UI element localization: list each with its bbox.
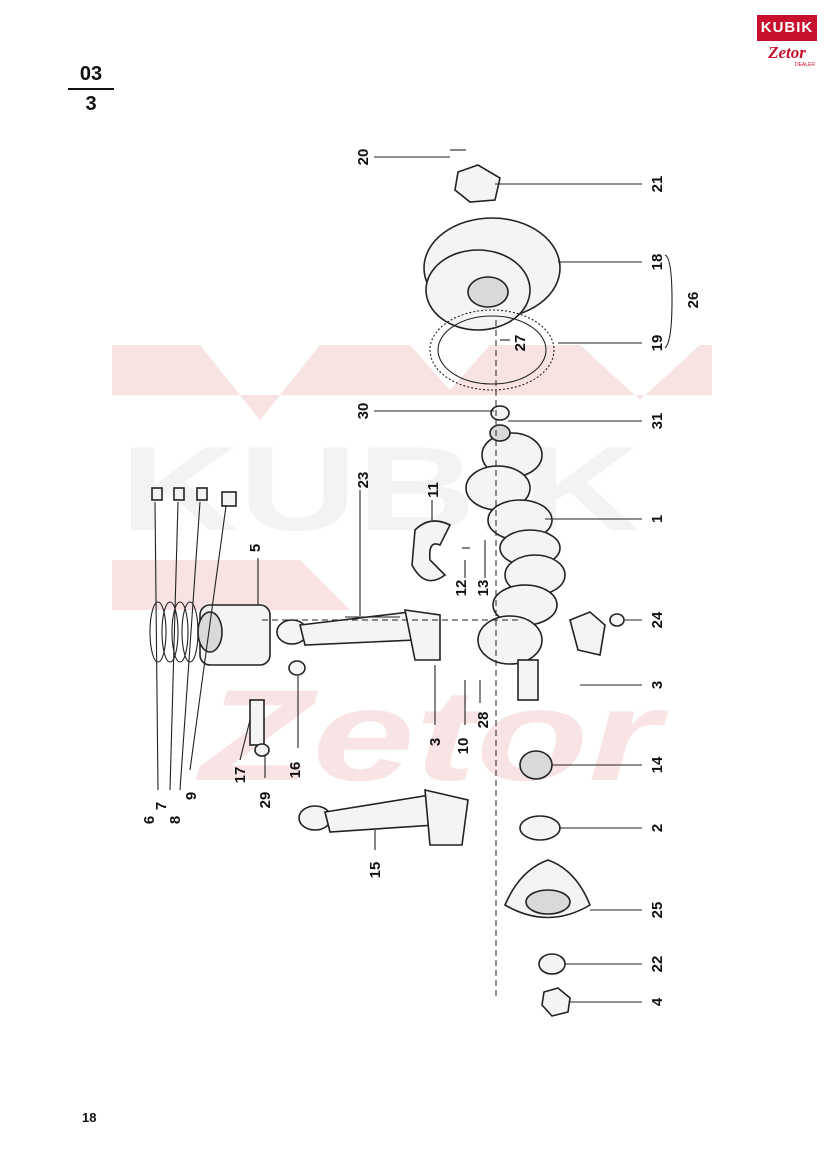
watermark: KUBIK Zetor bbox=[112, 345, 712, 808]
connecting-rod-lower bbox=[298, 788, 469, 846]
timing-gear bbox=[519, 750, 553, 780]
callout-22: 22 bbox=[649, 956, 666, 973]
callout-26: 26 bbox=[685, 292, 702, 309]
ring-gear bbox=[429, 309, 555, 391]
main-bearing-cap bbox=[569, 611, 606, 656]
conrod2-big-end bbox=[424, 788, 469, 846]
ring-section-9 bbox=[221, 491, 237, 507]
piston-ring-7 bbox=[161, 601, 179, 663]
callout-18: 18 bbox=[649, 254, 666, 271]
bracket-26 bbox=[664, 254, 673, 349]
page-number: 18 bbox=[82, 1110, 97, 1125]
crank-rear-bearing bbox=[489, 424, 511, 442]
leader-lines bbox=[154, 156, 673, 1003]
watermark-text-bottom: Zetor bbox=[194, 662, 669, 808]
piston-ring-8 bbox=[171, 601, 189, 663]
crank-nose bbox=[517, 659, 539, 701]
crankshaft bbox=[465, 405, 566, 701]
crank-web-7 bbox=[477, 615, 543, 665]
callout-3-right: 3 bbox=[649, 681, 666, 689]
callout-5: 5 bbox=[247, 544, 264, 552]
ring-gear-inner bbox=[437, 315, 547, 385]
piston-ring-6 bbox=[149, 601, 167, 663]
leader-9 bbox=[189, 505, 227, 771]
piston-group bbox=[149, 487, 271, 757]
callout-30: 30 bbox=[355, 403, 372, 420]
logo-brand-bottom: Zetor bbox=[768, 43, 806, 62]
pilot-bearing bbox=[490, 405, 510, 421]
pulley-hub bbox=[525, 889, 571, 915]
callout-29: 29 bbox=[257, 792, 274, 809]
fraction-bar bbox=[68, 88, 114, 90]
callout-15: 15 bbox=[367, 862, 384, 879]
small-end-bush bbox=[288, 660, 306, 676]
ring-section-8 bbox=[196, 487, 208, 501]
callout-6: 6 bbox=[141, 816, 158, 824]
flywheel-lock-plate bbox=[454, 164, 501, 203]
pulley-washer bbox=[538, 953, 566, 975]
callout-23: 23 bbox=[355, 472, 372, 489]
ring-section-7 bbox=[173, 487, 185, 501]
callout-27: 27 bbox=[512, 335, 529, 352]
conrod-big-end bbox=[403, 609, 441, 661]
callout-labels: 20 21 18 26 27 19 30 31 23 11 1 5 12 13 … bbox=[141, 149, 702, 1007]
callout-10: 10 bbox=[455, 738, 472, 755]
callout-3-left: 3 bbox=[427, 738, 444, 746]
callout-28: 28 bbox=[475, 712, 492, 729]
cap-nut bbox=[609, 613, 625, 627]
callout-1: 1 bbox=[649, 515, 666, 523]
crank-nut bbox=[541, 987, 571, 1017]
piston-pin bbox=[249, 699, 265, 746]
callout-14: 14 bbox=[649, 756, 666, 773]
leader-17 bbox=[239, 719, 251, 761]
circlip bbox=[254, 743, 270, 757]
callout-16: 16 bbox=[287, 762, 304, 779]
leader-8 bbox=[179, 501, 201, 791]
piston-crown bbox=[197, 611, 223, 653]
leader-6 bbox=[154, 501, 159, 791]
callout-21: 21 bbox=[649, 176, 666, 193]
spacer-washer bbox=[519, 815, 561, 841]
ring-section-6 bbox=[151, 487, 163, 501]
callout-12: 12 bbox=[453, 580, 470, 597]
section-denominator: 3 bbox=[85, 93, 97, 115]
callout-24: 24 bbox=[649, 611, 666, 628]
kubik-zetor-logo: KUBIK Zetor DEALER bbox=[757, 15, 817, 71]
section-numerator: 03 bbox=[79, 63, 103, 85]
callout-17: 17 bbox=[232, 767, 249, 784]
leader-7 bbox=[169, 501, 179, 791]
callout-19: 19 bbox=[649, 335, 666, 352]
callout-20: 20 bbox=[355, 149, 372, 166]
callout-2: 2 bbox=[649, 824, 666, 832]
callout-7: 7 bbox=[153, 802, 170, 810]
thrust-washer bbox=[411, 520, 452, 582]
logo-brand-top: KUBIK bbox=[757, 15, 817, 41]
flywheel-assembly bbox=[423, 149, 561, 391]
callout-31: 31 bbox=[649, 413, 666, 430]
callout-11: 11 bbox=[425, 482, 442, 498]
callout-13: 13 bbox=[475, 580, 492, 597]
callout-25: 25 bbox=[649, 902, 666, 919]
callout-4: 4 bbox=[649, 997, 666, 1006]
logo-brand-sub: DEALER bbox=[794, 62, 815, 68]
callout-9: 9 bbox=[183, 792, 200, 800]
section-number: 03 3 bbox=[68, 64, 114, 114]
flywheel-hub bbox=[467, 276, 509, 308]
callout-8: 8 bbox=[167, 816, 184, 824]
